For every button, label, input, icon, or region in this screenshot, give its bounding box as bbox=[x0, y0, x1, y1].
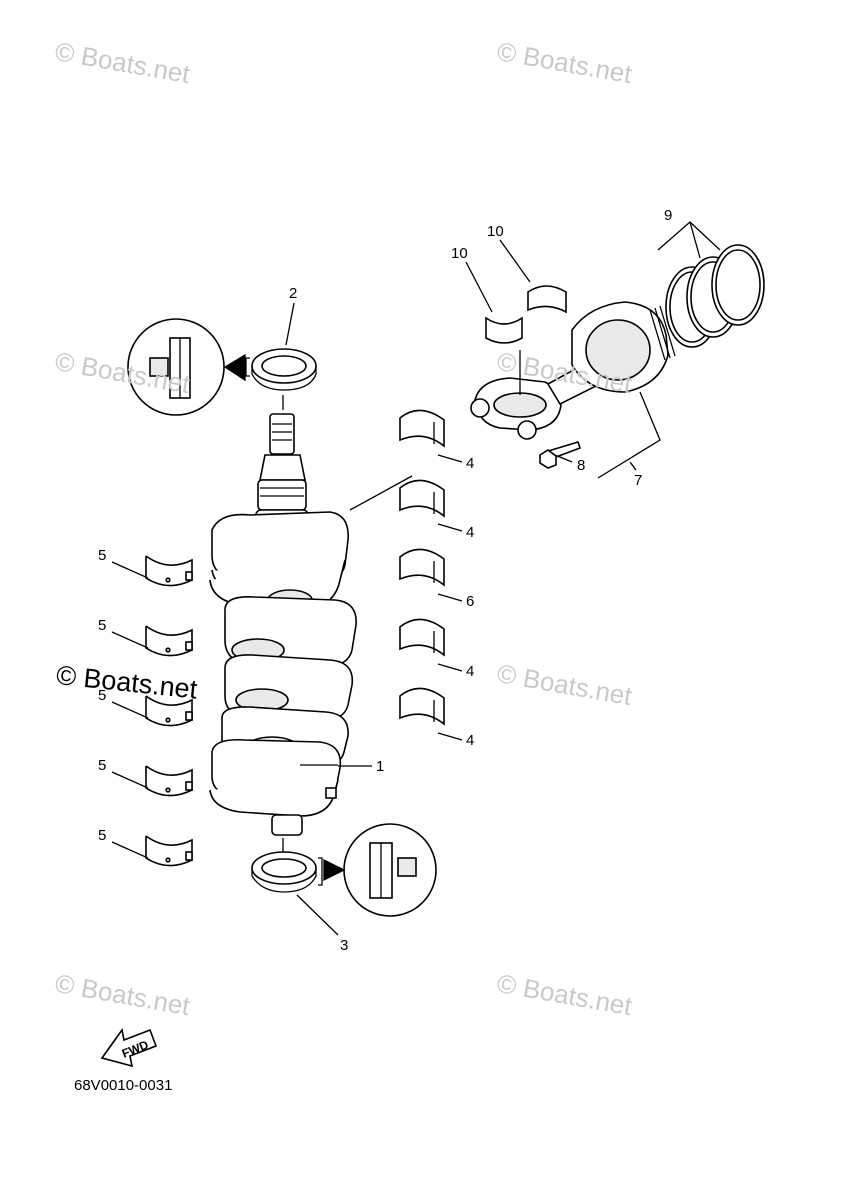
main-bearing-shell bbox=[399, 687, 445, 726]
callout-4: 4 bbox=[466, 663, 474, 680]
big-end-bearing-upper bbox=[527, 285, 567, 314]
callout-5: 5 bbox=[98, 757, 106, 774]
crankshaft bbox=[209, 413, 357, 836]
callout-5: 5 bbox=[98, 687, 106, 704]
callout-7: 7 bbox=[634, 472, 642, 489]
callout-10: 10 bbox=[487, 223, 504, 240]
oil-seal-bottom bbox=[251, 838, 317, 893]
piston bbox=[571, 301, 676, 393]
callout-1: 1 bbox=[376, 758, 384, 775]
leader-lines bbox=[111, 221, 721, 936]
callout-5: 5 bbox=[98, 547, 106, 564]
callout-4: 4 bbox=[466, 524, 474, 541]
big-end-bearing-lower bbox=[485, 316, 523, 344]
callout-4: 4 bbox=[466, 455, 474, 472]
oil-seal-lubricate-icon-bottom bbox=[318, 823, 437, 917]
callout-9: 9 bbox=[664, 207, 672, 224]
oil-seal-top bbox=[251, 348, 317, 410]
piston-rings bbox=[665, 244, 765, 348]
oil-seal-lubricate-icon bbox=[127, 318, 250, 416]
main-bearing-shell bbox=[399, 479, 445, 518]
connecting-rod-bolt bbox=[539, 441, 582, 469]
main-bearing-shell bbox=[399, 618, 445, 657]
callout-6: 6 bbox=[466, 593, 474, 610]
main-bearing-shell bbox=[399, 548, 445, 587]
callout-2: 2 bbox=[289, 285, 297, 302]
main-bearings-upper bbox=[399, 409, 445, 726]
callout-10: 10 bbox=[451, 245, 468, 262]
fwd-arrow-icon: FWD bbox=[100, 1028, 158, 1068]
callout-5: 5 bbox=[98, 617, 106, 634]
callout-5: 5 bbox=[98, 827, 106, 844]
main-bearing-shell bbox=[399, 409, 445, 448]
main-bearings-lower bbox=[145, 555, 193, 867]
callout-3: 3 bbox=[340, 937, 348, 954]
callout-8: 8 bbox=[577, 457, 585, 474]
callout-4: 4 bbox=[466, 732, 474, 749]
part-number: 68V0010-0031 bbox=[74, 1077, 172, 1094]
